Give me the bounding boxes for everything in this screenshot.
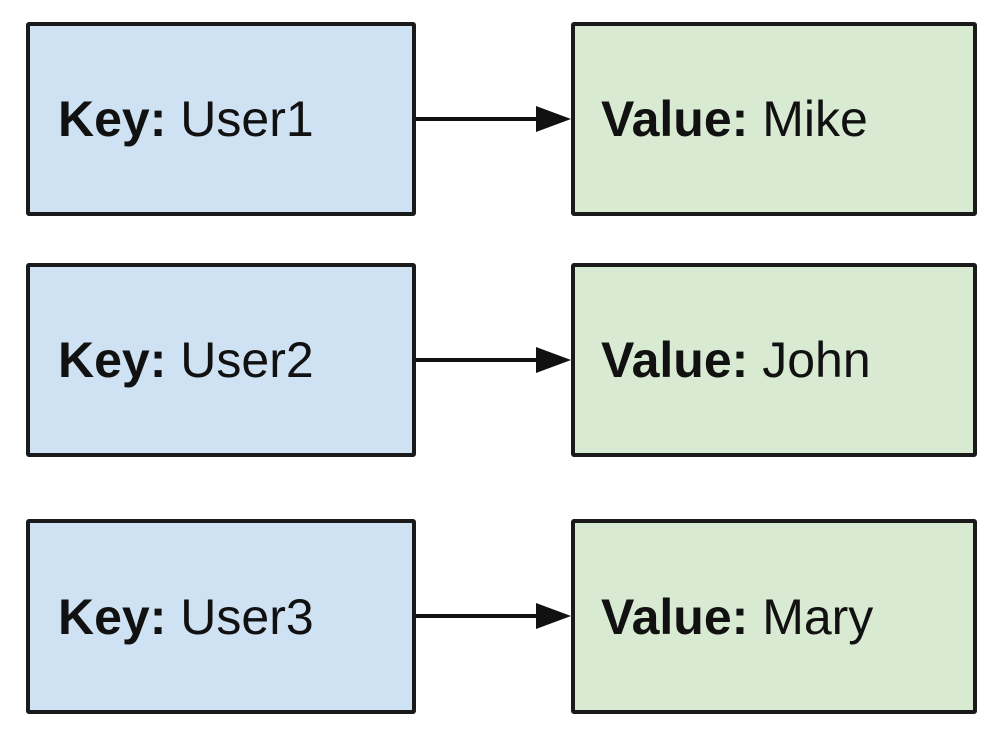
value-box-1: Value: Mike xyxy=(571,22,977,216)
value-box-2: Value: John xyxy=(571,263,977,457)
arrow-1 xyxy=(416,106,571,132)
key-label: Key: xyxy=(58,91,167,147)
key-label: Key: xyxy=(58,332,167,388)
key-box-1: Key: User1 xyxy=(26,22,416,216)
key-text: User1 xyxy=(180,91,314,147)
value-text: Mike xyxy=(762,91,868,147)
arrow-3 xyxy=(416,603,571,629)
value-text: Mary xyxy=(762,588,874,645)
value-text: John xyxy=(762,332,871,388)
value-box-3: Value: Mary xyxy=(571,519,977,714)
value-label: Value: xyxy=(601,588,749,645)
arrow-2 xyxy=(416,347,571,373)
key-box-2: Key: User2 xyxy=(26,263,416,457)
key-text: User2 xyxy=(180,332,314,388)
value-label: Value: xyxy=(601,332,749,388)
value-label: Value: xyxy=(601,91,749,147)
key-label: Key: xyxy=(58,588,167,645)
key-text: User3 xyxy=(180,588,314,645)
key-box-3: Key: User3 xyxy=(26,519,416,714)
